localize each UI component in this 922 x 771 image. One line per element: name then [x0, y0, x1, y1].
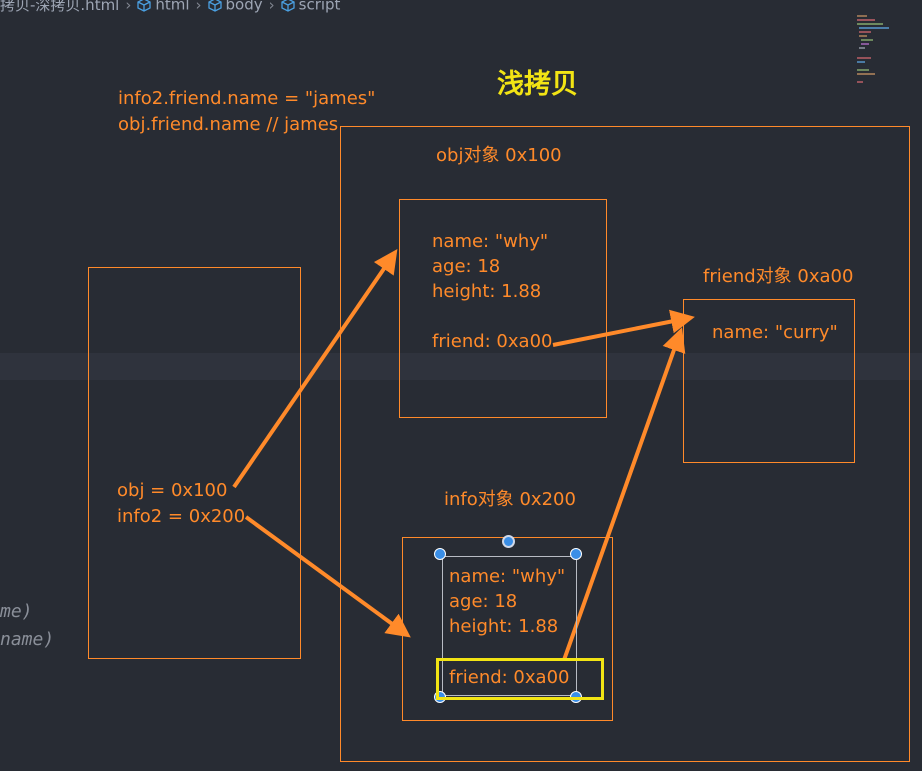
- breadcrumb-item-html[interactable]: html: [155, 0, 190, 14]
- friend-object-label: friend对象 0xa00: [703, 266, 854, 287]
- breadcrumb-item-script[interactable]: script: [298, 0, 341, 14]
- info-prop-name: name: "why": [449, 566, 566, 587]
- breadcrumb-file[interactable]: 拷贝-深拷贝.html: [0, 0, 120, 14]
- minimap[interactable]: [853, 12, 893, 92]
- background-code-line: name): [0, 629, 55, 650]
- resize-handle-icon[interactable]: [434, 548, 446, 560]
- cube-icon: [207, 0, 222, 12]
- selection-box[interactable]: [442, 556, 577, 696]
- heap-container: [340, 126, 910, 762]
- obj-object-label: obj对象 0x100: [436, 145, 562, 166]
- rotate-handle-icon[interactable]: [502, 535, 515, 548]
- background-code-line: me): [0, 601, 33, 622]
- chevron-right-icon: ›: [268, 0, 275, 14]
- arrow-info-friend-to-friend-object: [562, 327, 686, 661]
- info-object-label: info对象 0x200: [444, 489, 576, 510]
- arrow-obj-friend-to-friend-object: [552, 309, 695, 347]
- obj-prop-friend: friend: 0xa00: [432, 331, 553, 352]
- breadcrumb: 拷贝-深拷贝.html › html › body › script: [0, 0, 340, 14]
- breadcrumb-item-body[interactable]: body: [225, 0, 263, 14]
- arrow-obj-to-obj-object: [232, 249, 398, 489]
- info-prop-age: age: 18: [449, 591, 518, 612]
- code-line: obj.friend.name // james: [118, 114, 339, 135]
- cube-icon: [137, 0, 152, 12]
- chevron-right-icon: ›: [195, 0, 202, 14]
- obj-prop-age: age: 18: [432, 256, 501, 277]
- obj-prop-height: height: 1.88: [432, 281, 542, 302]
- stack-box: [88, 267, 301, 659]
- stack-line-info2: info2 = 0x200: [117, 506, 246, 527]
- arrow-info2-to-info-object: [244, 515, 411, 638]
- info-prop-friend: friend: 0xa00: [449, 667, 570, 688]
- highlight-box: [436, 658, 604, 700]
- obj-object-box: [399, 199, 607, 418]
- resize-handle-icon[interactable]: [570, 548, 582, 560]
- code-line: info2.friend.name = "james": [118, 88, 376, 109]
- friend-prop-name: name: "curry": [712, 322, 838, 343]
- current-line-highlight: [0, 353, 922, 380]
- cube-icon: [280, 0, 295, 12]
- info-prop-height: height: 1.88: [449, 616, 559, 637]
- stack-line-obj: obj = 0x100: [117, 480, 228, 501]
- diagram-title: 浅拷贝: [497, 69, 578, 100]
- obj-prop-name: name: "why": [432, 231, 549, 252]
- friend-object-box: [683, 299, 855, 463]
- chevron-right-icon: ›: [125, 0, 132, 14]
